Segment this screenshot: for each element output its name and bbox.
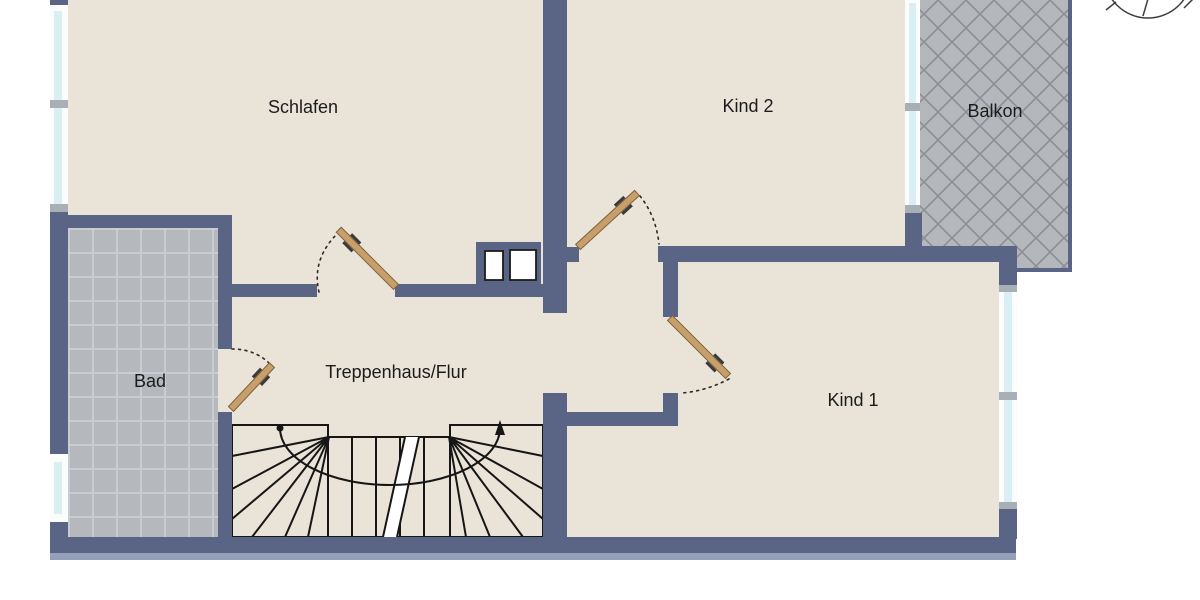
wall-central	[543, 0, 567, 313]
stair-walk-line	[279, 427, 501, 486]
wall-kind2-kind1-divider	[658, 246, 1003, 262]
balcony-area	[920, 0, 1072, 272]
wall-hall-east	[543, 393, 567, 539]
schlafen-window	[50, 5, 68, 212]
label-kind2: Kind 2	[722, 96, 773, 116]
doors	[227, 189, 732, 413]
shaft-right	[509, 249, 537, 281]
compass-icon	[1105, 0, 1194, 19]
bad-window	[50, 454, 68, 522]
wall-schlafen-south-west	[232, 284, 317, 297]
wall-shadow	[50, 553, 1016, 560]
kind2-balcony-window	[905, 0, 920, 213]
label-balkon: Balkon	[967, 101, 1022, 121]
label-treppenhaus: Treppenhaus/Flur	[325, 362, 466, 382]
walkline-arrow	[495, 420, 505, 435]
label-kind1: Kind 1	[827, 390, 878, 410]
label-schlafen: Schlafen	[268, 97, 338, 117]
wall-kind2-door-jamb	[567, 247, 579, 262]
room-labels: Schlafen Kind 2 Balkon Bad Treppenhaus/F…	[134, 96, 1023, 410]
kind1-window	[999, 285, 1017, 509]
stair-cut-symbol	[383, 437, 419, 537]
shaft-left	[484, 250, 504, 281]
wall-vestibule-south	[567, 412, 678, 426]
wall-left-bottom	[50, 522, 68, 539]
label-bad: Bad	[134, 371, 166, 391]
windows	[50, 0, 1017, 522]
wall-right-lower	[999, 509, 1017, 539]
kind1-door	[666, 314, 732, 394]
wall-right-upper	[999, 246, 1017, 285]
staircase	[231, 420, 544, 538]
wall-bad-east-upper	[218, 228, 232, 349]
wall-kind1-west-upper	[663, 262, 678, 317]
bathroom-tile-floor	[68, 228, 218, 537]
wall-bottom	[50, 537, 1016, 553]
wall-bad-north	[50, 215, 232, 228]
schlafen-door	[316, 226, 400, 293]
wall-bad-east-lower	[218, 412, 232, 539]
wall-balcony-sill-block	[905, 213, 922, 246]
bad-door	[227, 348, 276, 413]
chimney-shafts	[484, 249, 537, 281]
wall-left-middle	[50, 212, 68, 454]
wall-left-top	[50, 0, 68, 6]
wall-schlafen-south-east	[395, 284, 543, 297]
kind2-door	[574, 189, 660, 251]
